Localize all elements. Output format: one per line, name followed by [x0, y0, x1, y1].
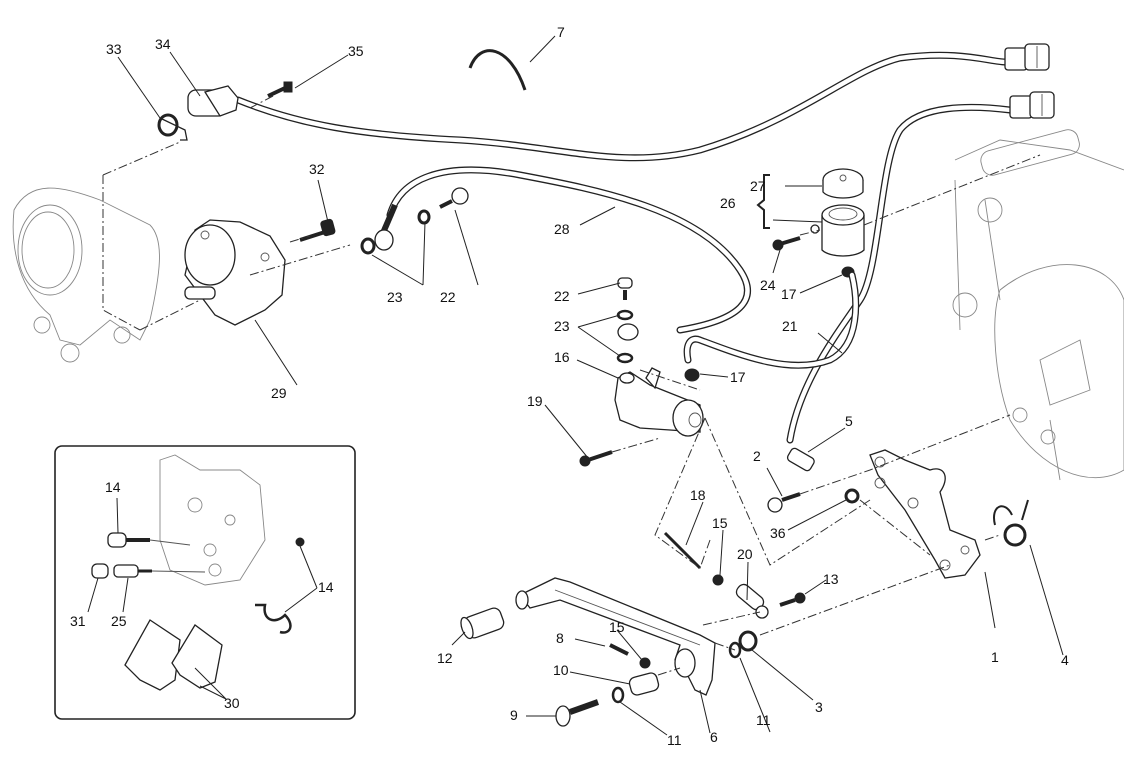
brake-light-switch-part-34: [187, 85, 239, 117]
bushing-part-10: [628, 672, 660, 696]
part-label-22-caliper: 22: [440, 289, 456, 305]
part-label-6: 6: [710, 729, 718, 745]
engine-case-outline: [952, 129, 1124, 481]
part-label-17-upper: 17: [781, 286, 797, 302]
part-label-11-inner: 11: [756, 712, 771, 728]
bolt-part-13: [779, 592, 806, 607]
inset-pin-part-14: [107, 532, 191, 548]
banjo-bolt-part-22-master: [617, 277, 633, 300]
brake-pedal-part-6: [515, 577, 716, 696]
leader-lines: [87, 35, 1064, 736]
assembly-center-lines: [102, 94, 1041, 676]
part-label-11-outer: 11: [667, 732, 682, 748]
nut-part-15-lower: [639, 657, 651, 669]
inset-brake-pads-part-30: [124, 619, 223, 691]
return-spring-part-4: [993, 499, 1029, 547]
part-label-15-upper: 15: [712, 515, 728, 531]
brake-light-switch-cable: [234, 51, 1014, 444]
part-label-4: 4: [1061, 652, 1069, 668]
o-ring-part-11-outer: [611, 686, 625, 704]
inset-bleed-cap-part-31: [91, 563, 109, 579]
part-label-36-pedal: 36: [770, 525, 786, 541]
master-cylinder-part-16: [614, 367, 704, 437]
part-label-19: 19: [527, 393, 543, 409]
part-label-20: 20: [737, 546, 753, 562]
part-label-24: 24: [760, 277, 776, 293]
part-label-12: 12: [437, 650, 453, 666]
pedal-bracket-part-1: [869, 449, 981, 579]
part-label-34: 34: [155, 36, 171, 52]
part-label-23-caliper: 23: [387, 289, 403, 305]
clevis-part-20: [735, 583, 769, 619]
reservoir-cap-part-27: [822, 168, 864, 199]
washer-part-3: [738, 630, 758, 652]
pushrod-part-18: [663, 531, 702, 570]
part-label-18: 18: [690, 487, 706, 503]
cable-clip-part-7: [468, 49, 527, 91]
part-label-9: 9: [510, 707, 518, 723]
banjo-washers-and-bolt-caliper: [360, 187, 469, 255]
part-label-1: 1: [991, 649, 999, 665]
part-label-28: 28: [554, 221, 570, 237]
screw-part-24: [772, 236, 801, 251]
part-label-2: 2: [753, 448, 761, 464]
part-label-35: 35: [348, 43, 364, 59]
copper-washers-part-23-master: [616, 309, 639, 364]
electrical-connector-upper: [1004, 43, 1050, 71]
bolt-part-8: [609, 643, 629, 656]
part-label-7: 7: [557, 24, 565, 40]
bolt-part-19: [579, 450, 613, 467]
fluid-reservoir-part-26: [810, 204, 865, 257]
inset-caliper-outline: [159, 454, 266, 586]
inset-part-label-14-clip: 14: [318, 579, 334, 595]
reservoir-bracket-brace: [756, 174, 770, 229]
caliper-bracket: [12, 187, 160, 363]
banjo-fitting-part-5: [786, 447, 815, 472]
part-label-15-lower: 15: [609, 619, 625, 635]
inset-part-label-14-pin: 14: [105, 479, 121, 495]
caliper-detail-inset: [54, 445, 356, 720]
part-label-26: 26: [720, 195, 736, 211]
washer-part-36-pedal: [844, 488, 860, 504]
brake-hose-part-28: [377, 166, 751, 334]
part-label-10: 10: [553, 662, 569, 678]
inset-clip-part-14: [255, 537, 305, 634]
part-labels: 33 34 35 7 32 29 23 22 28 27 26 24 17 21…: [70, 24, 1069, 748]
electrical-connector-lower: [1009, 91, 1055, 119]
part-label-17-lower: 17: [730, 369, 746, 385]
part-label-13: 13: [823, 571, 839, 587]
brake-caliper-part-29: [184, 219, 286, 326]
reservoir-hose-part-21: [683, 271, 860, 369]
bolt-part-32: [299, 218, 336, 242]
inset-part-label-30: 30: [224, 695, 240, 711]
hose-clamp-part-17-lower: [684, 368, 700, 382]
bolt-part-2: [767, 492, 801, 513]
part-label-27: 27: [750, 178, 766, 194]
pivot-bolt-part-9: [555, 699, 600, 727]
spacer-part-33: [157, 113, 188, 141]
part-label-21: 21: [782, 318, 798, 334]
part-label-5: 5: [845, 413, 853, 429]
inset-part-label-25: 25: [111, 613, 127, 629]
part-label-33: 33: [106, 41, 122, 57]
part-label-8: 8: [556, 630, 564, 646]
part-label-22-master: 22: [554, 288, 570, 304]
inset-part-label-31: 31: [70, 613, 86, 629]
part-label-32: 32: [309, 161, 325, 177]
foot-rubber-part-12: [460, 607, 505, 640]
part-label-29: 29: [271, 385, 287, 401]
part-label-16: 16: [554, 349, 570, 365]
screw-part-35: [267, 81, 293, 98]
nut-part-15-upper: [712, 574, 724, 586]
inset-bleed-valve-part-25: [113, 564, 206, 578]
part-label-3: 3: [815, 699, 823, 715]
part-label-23-master: 23: [554, 318, 570, 334]
